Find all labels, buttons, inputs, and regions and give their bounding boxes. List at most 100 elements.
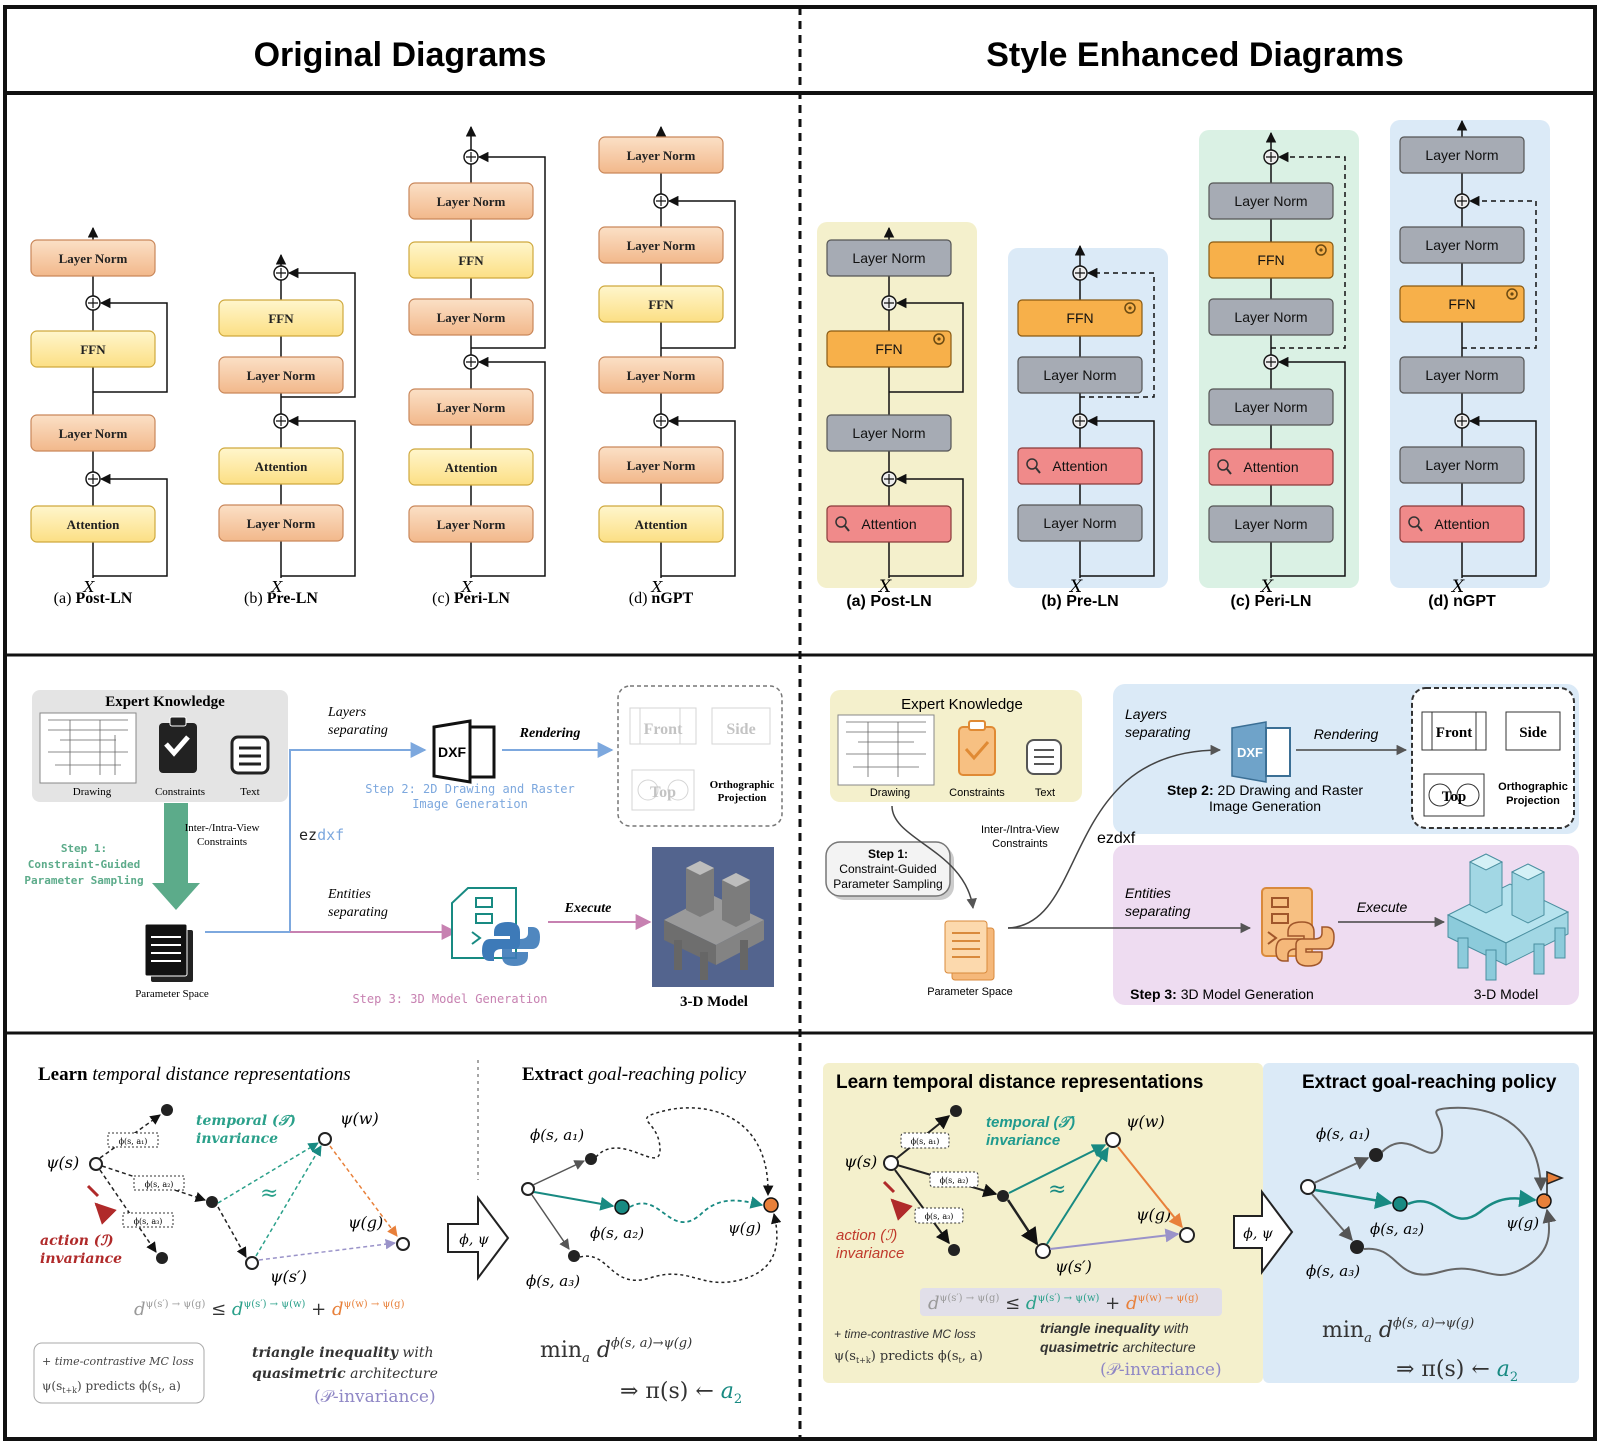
svg-text:Top: Top: [1442, 789, 1466, 805]
step1-line2: Parameter Sampling: [24, 874, 143, 887]
svg-text:ϕ(s, a₂): ϕ(s, a₂): [145, 1180, 174, 1189]
plus-icon: [1457, 196, 1467, 206]
mc-loss-text: + time-contrastive MC loss: [42, 1355, 194, 1368]
dxf-file-icon: DXF: [432, 719, 496, 784]
ln-input-x: X: [877, 577, 892, 597]
ln-box-label: Layer Norm: [1425, 457, 1498, 473]
psi-sp-label: ψ(s′): [270, 1267, 307, 1286]
drawing-thumbnail-new: [837, 714, 935, 786]
ln-box-label: Attention: [861, 516, 916, 532]
extract-heading: Extract goal-reaching policy: [522, 1064, 747, 1085]
ln-box-attention: [1399, 505, 1525, 543]
p-invariance-text: (𝒫-invariance): [314, 1387, 436, 1407]
step1-box-new: [825, 841, 951, 897]
svg-text:ϕ(s, a₁): ϕ(s, a₁): [911, 1137, 940, 1146]
ln-box-layer-norm: [408, 505, 534, 543]
ln-box-label: FFN: [1257, 252, 1284, 268]
ln-box-layer-norm: [1399, 226, 1525, 264]
ortho-side-view: Side: [711, 707, 771, 745]
ln-box-ffn: [598, 285, 724, 323]
step1-label: Step 1:: [61, 842, 107, 855]
gear-icon-hub: [1128, 306, 1132, 310]
mc-loss-text-new: + time-contrastive MC loss: [834, 1327, 976, 1341]
node-psi-sp: [245, 1256, 259, 1270]
inter-intra-line2: Constraints: [197, 836, 247, 848]
plus-icon: [1075, 268, 1085, 278]
ln-box-label: Layer Norm: [247, 516, 316, 531]
ln-caption: (a) Post-LN: [846, 593, 931, 610]
ortho-box-dashed: [617, 685, 783, 827]
ortho-label-new-2: Projection: [1506, 795, 1560, 807]
ln-caption: (c) Peri-LN: [1231, 593, 1312, 610]
ln-box-label: Attention: [1052, 458, 1107, 474]
ln-box-ffn: [1399, 285, 1525, 323]
policy-a3-node: [568, 1250, 580, 1262]
svg-text:ϕ(s, a₂): ϕ(s, a₂): [940, 1176, 969, 1185]
ln-box-label: Attention: [67, 517, 120, 532]
ln-input-x: X: [1259, 577, 1274, 597]
approx-sign: ≈: [260, 1181, 278, 1206]
ln-box-label: Attention: [1434, 516, 1489, 532]
temporal-label: temporal (𝒯): [196, 1113, 296, 1129]
phi-psi-label-new: ϕ, ψ: [1243, 1226, 1273, 1242]
triangle-text-new-1: triangle inequality with: [1040, 1320, 1189, 1336]
residual-connection: [1271, 356, 1346, 577]
plus-icon: [276, 416, 286, 426]
layers-label-new-2: separating: [1125, 724, 1191, 740]
ln-box-label: Layer Norm: [437, 517, 506, 532]
ln-box-layer-norm: [598, 356, 724, 394]
entities-label-new-2: separating: [1125, 903, 1191, 919]
plus-icon: [1266, 357, 1276, 367]
execute-label-new: Execute: [1357, 899, 1408, 915]
policy-curve-a2-new: [1407, 1189, 1537, 1220]
ln-box-attention: [218, 447, 344, 485]
min-formula: mina dϕ(s, a)→ψ(g): [540, 1336, 692, 1366]
temporal-invariance-new: invariance: [986, 1132, 1060, 1149]
ln-box-label: FFN: [80, 342, 106, 357]
node-a1-new: [950, 1105, 962, 1117]
svg-text:Side: Side: [1519, 725, 1547, 741]
small-box-a2-new: [929, 1171, 979, 1188]
triangle-inequality-formula-new: dψ(s′) → ψ(g) ≤ dψ(s′) → ψ(w) + dψ(w) → …: [928, 1293, 1199, 1314]
policy-psi-g-new: ψ(g): [1506, 1214, 1539, 1232]
ln-box-layer-norm: [408, 388, 534, 426]
magnifier-icon-handle: [1035, 467, 1041, 474]
policy-start-node-new: [1300, 1179, 1316, 1195]
magnifier-icon: [1217, 459, 1229, 471]
step2-line1: Step 2: 2D Drawing and Raster: [365, 782, 575, 796]
ln-box-label: Layer Norm: [852, 425, 925, 441]
node-a1: [161, 1104, 173, 1116]
parameter-space-label: Parameter Space: [135, 988, 209, 1000]
ln-box-label: Layer Norm: [1425, 367, 1498, 383]
approx-sign-new: ≈: [1048, 1177, 1066, 1202]
entities-label-1: Entities: [327, 887, 371, 902]
ln-box-ffn: [218, 299, 344, 337]
ln-box-attention: [826, 505, 952, 543]
ln-box-label: Layer Norm: [1234, 193, 1307, 209]
text-doc-icon: [230, 735, 270, 775]
action-label-new: action (ℐ): [836, 1227, 897, 1244]
plus-icon: [1266, 152, 1276, 162]
small-box-a1-new: [900, 1132, 950, 1149]
ln-box-label: FFN: [1066, 310, 1093, 326]
gear-icon-hub: [1510, 292, 1514, 296]
text-label: Text: [240, 786, 259, 798]
policy-phi-a3: ϕ(s, a₃): [526, 1272, 580, 1290]
residual-connection: [281, 267, 356, 398]
header-style-enhanced: Style Enhanced Diagrams: [986, 36, 1404, 74]
rendering-label: Rendering: [519, 726, 581, 741]
ln-box-label: Layer Norm: [1234, 309, 1307, 325]
node-psi-g-new: [1179, 1227, 1195, 1243]
plus-icon: [656, 196, 666, 206]
gear-icon-hub: [1319, 248, 1323, 252]
node-psi-s: [89, 1157, 103, 1171]
ezdxf-label-new: ezdxf: [1097, 830, 1136, 847]
ln-box-layer-norm: [30, 239, 156, 277]
residual-connection: [93, 297, 168, 393]
ln-box-label: FFN: [1448, 296, 1475, 312]
ln-box-label: Attention: [445, 460, 498, 475]
ln-box-label: Layer Norm: [1425, 147, 1498, 163]
policy-formula: ⇒ π(s) ← a2: [620, 1379, 742, 1407]
ln-box-label: Layer Norm: [437, 400, 506, 415]
